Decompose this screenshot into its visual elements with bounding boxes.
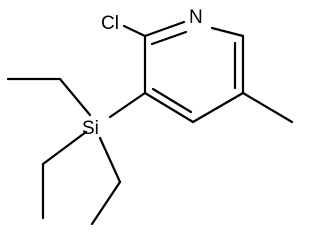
atom-label-silicon: Si bbox=[82, 118, 99, 139]
bond-c2-n bbox=[143, 20, 186, 38]
bond-si-ethyl3-a bbox=[98, 136, 122, 184]
bond-si-ethyl3-b bbox=[90, 180, 122, 226]
structure-canvas: N Cl Si bbox=[6, 7, 294, 226]
bond-c4-c3-inner bbox=[151, 87, 193, 114]
bond-c5-c4 bbox=[191, 91, 245, 124]
atom-label-nitrogen: N bbox=[189, 7, 203, 28]
bond-si-ethyl1-a bbox=[58, 77, 92, 117]
bond-c2-n-inner bbox=[150, 30, 188, 46]
bond-n-c6 bbox=[210, 26, 245, 38]
bond-si-ethyl2-a bbox=[41, 130, 88, 166]
bond-c2-cl bbox=[122, 24, 147, 38]
atom-label-chlorine: Cl bbox=[101, 13, 119, 34]
molecule-diagram: N Cl Si bbox=[6, 7, 294, 226]
bond-c3-si bbox=[108, 91, 147, 119]
bond-c5-methyl bbox=[241, 91, 294, 124]
bond-c4-c3 bbox=[143, 91, 195, 124]
